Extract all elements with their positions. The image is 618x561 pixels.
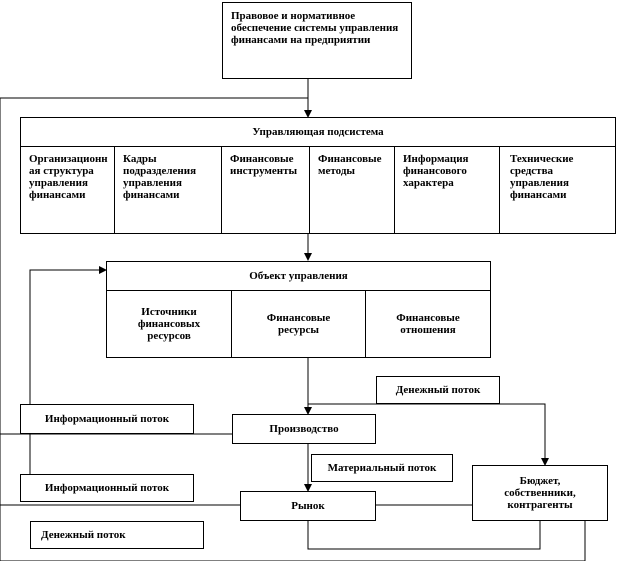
info-flow-top-label: Информационный поток — [20, 404, 194, 434]
money-flow-top-label: Денежный поток — [376, 376, 500, 404]
production-box: Производство — [232, 414, 376, 444]
line-money-bottom — [307, 521, 541, 550]
subsystem-cell-5: Информация финансового характера — [395, 147, 500, 233]
money-flow-bottom-label: Денежный поток — [30, 521, 204, 549]
subsystem-cell-3: Финансовые инструменты — [222, 147, 310, 233]
subsystem-cell-4: Финансовые методы — [310, 147, 395, 233]
object-cells-row — [106, 290, 491, 358]
info-flow-bottom-label: Информационный поток — [20, 474, 194, 502]
legal-framework-text: Правовое и нормативное обеспечение систе… — [231, 10, 399, 46]
subsystem-cell-6: Технические средства управления финансам… — [510, 153, 574, 201]
object-cell-3: Финансовые отношения — [396, 312, 460, 336]
subsystem-title-box: Управляющая подсистема — [20, 117, 616, 147]
material-flow-label: Материальный поток — [311, 454, 453, 482]
subsystem-title: Управляющая подсистема — [252, 126, 384, 138]
subsystem-cells-row — [20, 146, 616, 234]
object-cell-1: Источники финансовых ресурсов — [107, 291, 232, 357]
market-box: Рынок — [240, 491, 376, 521]
arrow-money-to-budget — [308, 403, 549, 466]
budget-box: Бюджет, собственники, контрагенты — [472, 465, 608, 521]
object-cell-2: Финансовые ресурсы — [232, 291, 366, 357]
legal-framework-box: Правовое и нормативное обеспечение систе… — [222, 2, 412, 79]
arrow-info-to-object — [29, 266, 107, 490]
subsystem-cell-2: Кадры подразделения управления финансами — [115, 147, 222, 233]
object-title: Объект управления — [249, 270, 348, 282]
object-title-box: Объект управления — [106, 261, 491, 291]
subsystem-cell-1: Организационная структура управления фин… — [21, 147, 115, 233]
